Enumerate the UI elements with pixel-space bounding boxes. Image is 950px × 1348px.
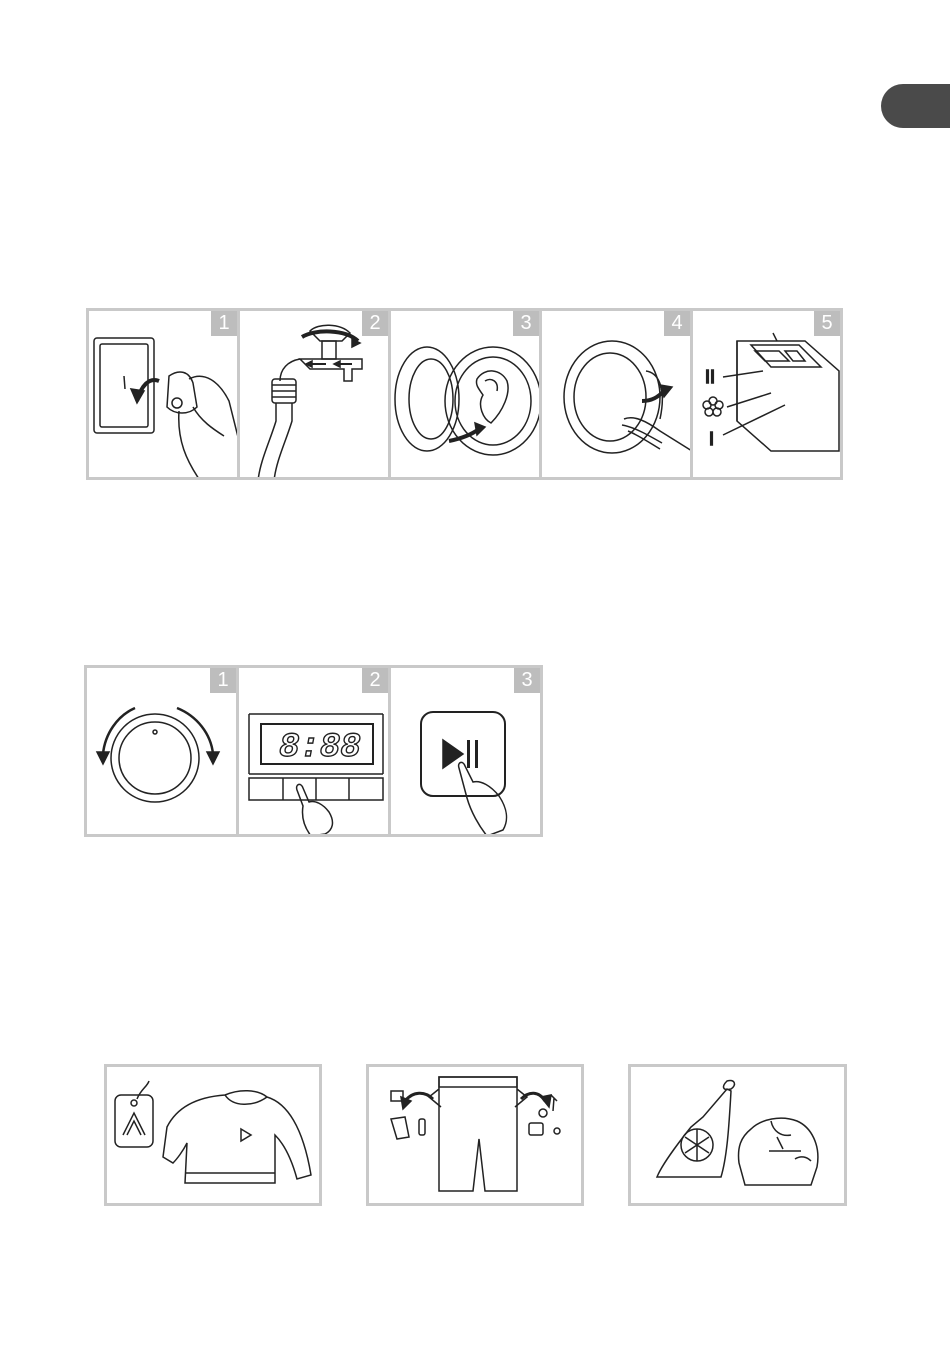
tip-empty-pockets [366,1064,584,1206]
start-pause-button-icon [391,668,543,837]
care-label-sweater-icon [107,1067,319,1203]
compartment-1-label: I [709,429,714,449]
install-steps-strip: 1 2 [86,308,843,480]
install-step-4: 4 [539,308,693,480]
tip-care-label [104,1064,322,1206]
laundry-bag-icon [631,1067,844,1203]
plug-socket-icon [89,311,240,480]
detergent-drawer-icon: II I [693,311,843,480]
install-step-3: 3 [388,308,542,480]
empty-pockets-icon [369,1067,581,1203]
softener-flower-icon [703,397,723,416]
install-step-1: 1 [86,308,240,480]
operation-step-2: 2 8:88 [236,665,391,837]
close-door-icon [542,311,693,480]
compartment-2-label: II [705,367,715,387]
load-laundry-icon [391,311,542,480]
operation-step-3: 3 [388,665,543,837]
install-step-2: 2 [237,308,391,480]
tip-laundry-bag [628,1064,847,1206]
language-tab [881,84,950,128]
program-dial-icon [87,668,239,837]
install-step-5: 5 II I [690,308,843,480]
operation-steps-strip: 1 2 8:88 3 [84,665,543,837]
water-tap-icon [240,311,391,480]
operation-step-1: 1 [84,665,239,837]
display-digits: 8:88 [279,729,361,767]
display-panel-icon: 8:88 [239,668,391,837]
